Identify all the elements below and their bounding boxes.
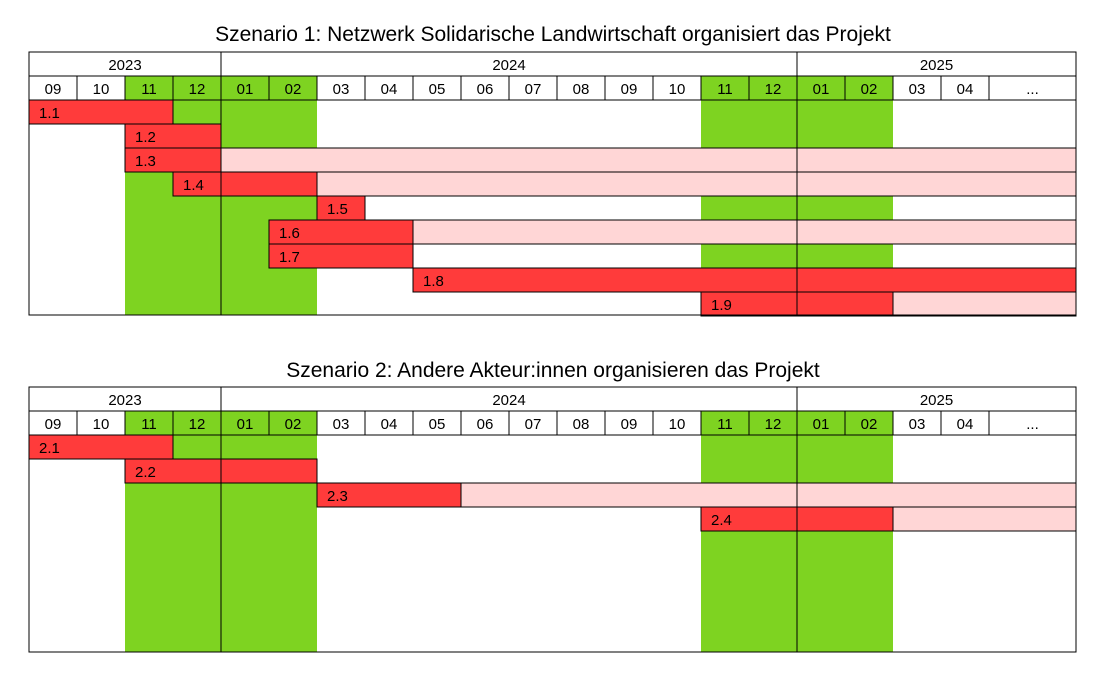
year-label: 2025 [920, 57, 953, 74]
task-bar [172, 171, 318, 197]
month-label: 10 [93, 416, 110, 433]
month-label: 04 [957, 81, 974, 98]
month-label: 11 [717, 81, 733, 98]
task-label: 1.6 [279, 225, 300, 242]
month-label: 10 [93, 81, 110, 98]
winter-column [221, 411, 269, 652]
month-label: 03 [909, 81, 926, 98]
task-label: 1.7 [279, 249, 300, 266]
month-label: 12 [765, 81, 782, 98]
year-label: 2025 [920, 392, 953, 409]
task-extension-bar [892, 506, 1077, 532]
month-label: 11 [717, 416, 733, 433]
task-label: 2.4 [711, 512, 732, 529]
scenario-2-title: Szenario 2: Andere Akteur:innen organisi… [286, 359, 820, 382]
month-label: 10 [669, 81, 686, 98]
task-label: 1.3 [135, 153, 156, 170]
scenario-1-chart: Szenario 1: Netzwerk Solidarische Landwi… [28, 23, 1077, 317]
task-label: 1.8 [423, 273, 444, 290]
task-extension-bar [220, 147, 1077, 173]
month-label: 06 [477, 416, 494, 433]
table-border [28, 51, 1077, 316]
task-label: 1.9 [711, 297, 732, 314]
task-extension-bar [412, 219, 1077, 245]
month-label: 08 [573, 81, 590, 98]
month-label: 03 [909, 416, 926, 433]
task-label: 2.1 [39, 440, 60, 457]
month-label: 09 [45, 81, 62, 98]
winter-column [173, 411, 221, 652]
table-border [28, 386, 1077, 653]
month-label: 12 [765, 416, 782, 433]
year-label: 2023 [108, 392, 141, 409]
month-label: 12 [189, 81, 206, 98]
task-bar [124, 147, 222, 173]
month-label: 09 [45, 416, 62, 433]
month-label: 07 [525, 81, 542, 98]
task-label: 2.2 [135, 464, 156, 481]
month-label: 07 [525, 416, 542, 433]
task-extension-bar [892, 291, 1077, 317]
month-label: 11 [141, 81, 157, 98]
month-label: 03 [333, 81, 350, 98]
month-label: 12 [189, 416, 206, 433]
month-label: 01 [237, 416, 254, 433]
month-label: 04 [381, 416, 398, 433]
month-label: 01 [813, 81, 830, 98]
task-label: 1.5 [327, 201, 348, 218]
task-bar [316, 482, 462, 508]
month-label: ... [1026, 81, 1039, 98]
month-label: 04 [957, 416, 974, 433]
month-label: 09 [621, 81, 638, 98]
task-bar [316, 195, 366, 221]
month-label: 02 [285, 416, 302, 433]
month-label: ... [1026, 416, 1039, 433]
task-extension-bar [316, 171, 1077, 197]
year-label: 2023 [108, 57, 141, 74]
task-bar [412, 267, 1077, 293]
month-label: 02 [285, 81, 302, 98]
scenario-1-title: Szenario 1: Netzwerk Solidarische Landwi… [215, 23, 891, 46]
year-label: 2024 [492, 392, 525, 409]
winter-column [269, 411, 317, 652]
month-label: 05 [429, 81, 446, 98]
month-label: 05 [429, 416, 446, 433]
task-label: 1.2 [135, 129, 156, 146]
month-label: 01 [237, 81, 254, 98]
month-label: 02 [861, 81, 878, 98]
task-bar [124, 123, 222, 149]
month-label: 01 [813, 416, 830, 433]
task-extension-bar [460, 482, 1077, 508]
scenario-2-chart: Szenario 2: Andere Akteur:innen organisi… [28, 359, 1077, 653]
month-label: 11 [141, 416, 157, 433]
task-bar [268, 219, 414, 245]
task-label: 1.1 [39, 105, 60, 122]
month-label: 06 [477, 81, 494, 98]
year-label: 2024 [492, 57, 525, 74]
task-bar [268, 243, 414, 269]
month-label: 03 [333, 416, 350, 433]
month-label: 02 [861, 416, 878, 433]
month-label: 10 [669, 416, 686, 433]
task-label: 2.3 [327, 488, 348, 505]
month-label: 04 [381, 81, 398, 98]
month-label: 09 [621, 416, 638, 433]
month-label: 08 [573, 416, 590, 433]
task-bar [28, 99, 174, 125]
task-label: 1.4 [183, 177, 204, 194]
